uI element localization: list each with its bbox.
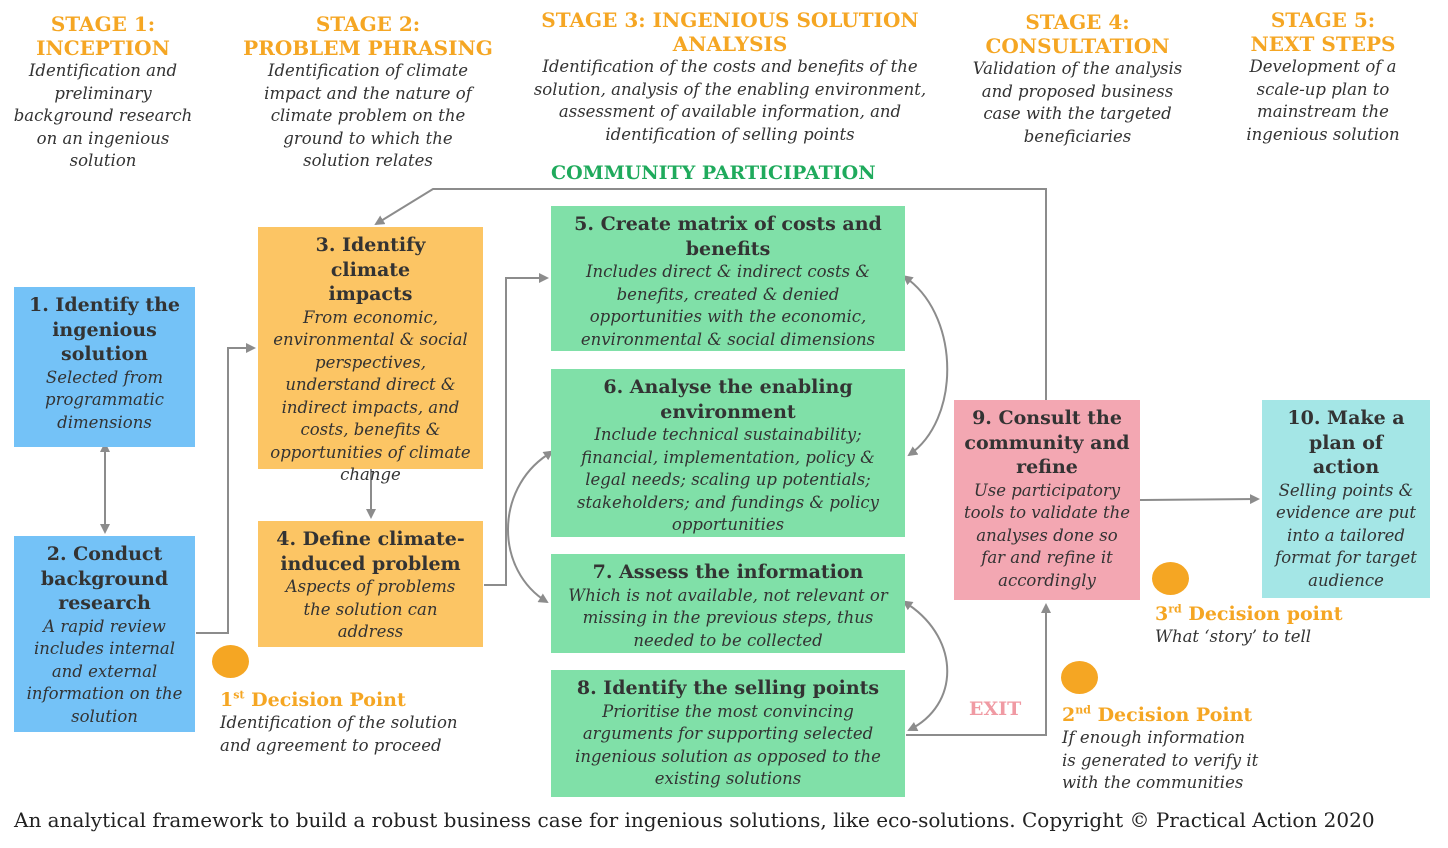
stage-5: STAGE 5:NEXT STEPS Development of a scal…: [1228, 8, 1418, 146]
exit-label: EXIT: [969, 698, 1022, 720]
stage-5-title: STAGE 5:NEXT STEPS: [1250, 8, 1396, 56]
stage-4-description: Validation of the analysis and proposed …: [972, 59, 1183, 146]
arrow-2-3: [196, 343, 256, 634]
step-8-box: 8. Identify the selling points Prioritis…: [551, 670, 905, 797]
decision-point-3-description: What ‘story’ to tell: [1155, 627, 1312, 646]
arrow-4-5: [484, 273, 549, 586]
stage-1-description: Identification and preliminary backgroun…: [13, 61, 193, 170]
step-4-description: Aspects of problems the solution can add…: [285, 577, 456, 641]
decision-point-2: 2nd Decision Point If enough information…: [1062, 703, 1282, 795]
step-8-description: Prioritise the most convincing arguments…: [575, 701, 881, 789]
step-9-description: Use participatory tools to validate the …: [963, 480, 1131, 590]
step-3-box: 3. Identify climate impacts From economi…: [258, 227, 483, 484]
step-2-description: A rapid review includes internal and ext…: [26, 616, 183, 726]
arrow-9-10: [1139, 494, 1260, 505]
step-1-description: Selected from programmatic dimensions: [45, 367, 164, 432]
decision-point-1: 1st Decision Point Identification of the…: [220, 688, 520, 757]
decision-point-3-title: 3rd Decision point: [1155, 602, 1343, 625]
arrow-community-feedback: [374, 188, 1047, 400]
decision-point-2-description: If enough information is generated to ve…: [1062, 728, 1259, 792]
step-5-title: 5. Create matrix of costs and benefits: [574, 213, 882, 260]
step-4-title: 4. Define climate-induced problem: [276, 528, 465, 575]
decision-point-1-title: 1st Decision Point: [220, 688, 406, 711]
stage-2-description: Identification of climate impact and the…: [264, 61, 472, 170]
decision-point-3: 3rd Decision point What ‘story’ to tell: [1155, 602, 1385, 649]
step-5-box: 5. Create matrix of costs and benefits I…: [551, 206, 905, 351]
decision-point-3-dot: [1152, 562, 1189, 595]
stage-1: STAGE 1:INCEPTION Identification and pre…: [12, 12, 194, 173]
figure-caption: An analytical framework to build a robus…: [14, 808, 1375, 832]
community-participation-label: COMMUNITY PARTICIPATION: [551, 162, 876, 184]
step-9-title: 9. Consult the community and refine: [964, 407, 1130, 478]
stage-3-description: Identification of the costs and benefits…: [533, 57, 927, 144]
step-6-title: 6. Analyse the enabling environment: [603, 376, 853, 423]
step-6-box: 6. Analyse the enabling environment Incl…: [551, 369, 905, 537]
step-3-title: 3. Identify climate impacts: [315, 234, 426, 305]
stage-2-title: STAGE 2:PROBLEM PHRASING: [243, 12, 493, 60]
step-7-title: 7. Assess the information: [592, 561, 864, 583]
step-1-box: 1. Identify the ingenious solution Selec…: [14, 287, 195, 447]
step-4-box: 4. Define climate-induced problem Aspect…: [258, 521, 483, 647]
stage-5-description: Development of a scale-up plan to mainst…: [1246, 57, 1400, 144]
stage-2: STAGE 2:PROBLEM PHRASING Identification …: [242, 12, 494, 173]
decision-point-1-description: Identification of the solution and agree…: [220, 713, 458, 755]
step-7-description: Which is not available, not relevant or …: [568, 585, 888, 650]
step-5-description: Includes direct & indirect costs & benef…: [580, 262, 876, 349]
step-9-box: 9. Consult the community and refine Use …: [954, 400, 1140, 600]
arrow-6-7: [507, 450, 554, 604]
step-7-box: 7. Assess the information Which is not a…: [551, 554, 905, 653]
step-10-description: Selling points & evidence are put into a…: [1275, 480, 1417, 590]
arrow-5-6: [902, 275, 949, 457]
step-8-title: 8. Identify the selling points: [576, 677, 880, 699]
step-1-title: 1. Identify the ingenious solution: [28, 294, 181, 365]
decision-point-2-dot: [1061, 661, 1098, 694]
step-6-description: Include technical sustainability; financ…: [577, 425, 879, 534]
step-10-title: 10. Make a plan of action: [1287, 407, 1405, 478]
arrow-8-9: [906, 603, 1051, 736]
stage-4: STAGE 4:CONSULTATION Validation of the a…: [960, 10, 1195, 148]
step-2-box: 2. Conduct background research A rapid r…: [14, 536, 195, 732]
step-2-title: 2. Conduct background research: [40, 543, 169, 614]
decision-point-1-dot: [212, 645, 249, 678]
step-3-description: From economic, environmental & social pe…: [270, 307, 471, 485]
stage-4-title: STAGE 4:CONSULTATION: [985, 10, 1170, 58]
stage-1-title: STAGE 1:INCEPTION: [36, 12, 170, 60]
decision-point-2-title: 2nd Decision Point: [1062, 703, 1253, 726]
arrow-7-8: [902, 600, 949, 731]
step-10-box: 10. Make a plan of action Selling points…: [1262, 400, 1430, 598]
